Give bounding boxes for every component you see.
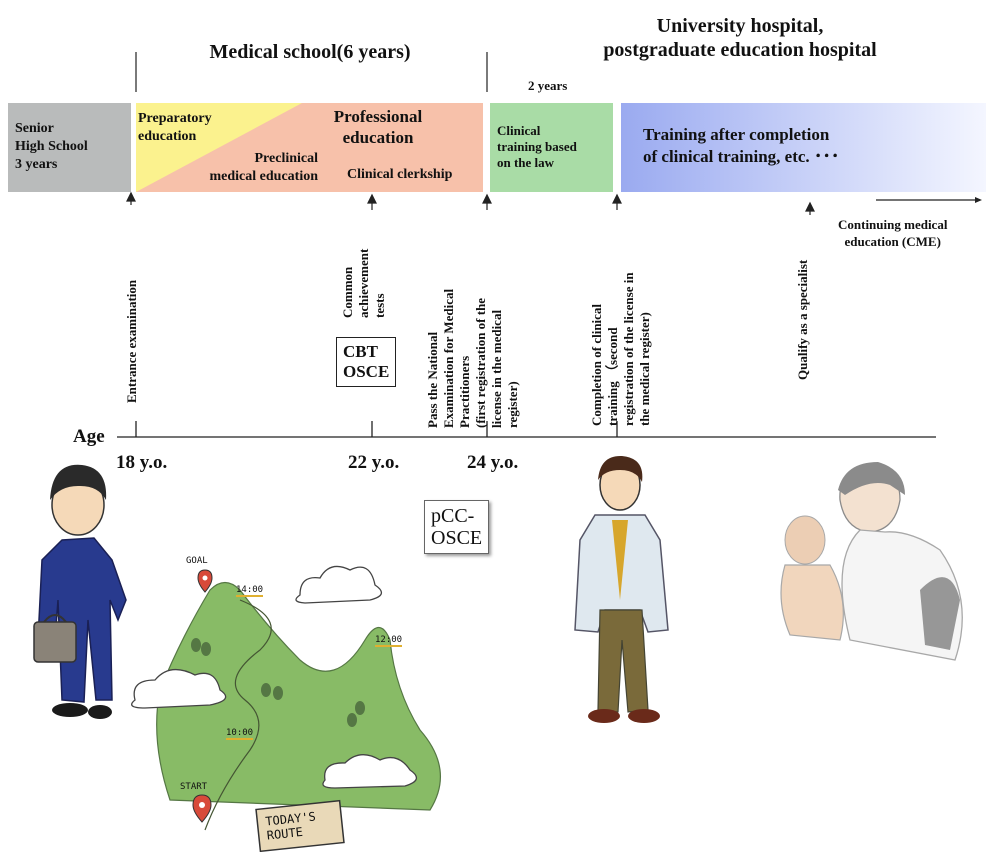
clinical-training-label: Clinical training based on the law xyxy=(497,123,577,170)
professional-label: Professional education xyxy=(333,107,423,147)
medical-school-header: Medical school(6 years) xyxy=(209,41,411,63)
preclinical-label: Preclinical medical education xyxy=(209,151,319,184)
cme-label: Continuing medical education (CME) xyxy=(838,217,948,249)
specialist-label: Qualify as a specialist xyxy=(795,259,810,380)
time-1000: 10:00 xyxy=(226,728,254,740)
after-training-label: Training after completion of clinical tr… xyxy=(643,125,840,166)
age-tick-22: 22 y.o. xyxy=(348,452,400,473)
senior-high-bar xyxy=(8,103,131,192)
examination-illustration xyxy=(780,462,963,661)
hospital-header-line2: postgraduate education hospital xyxy=(603,39,877,61)
doctor-illustration xyxy=(574,455,669,723)
cbt-osce-box: CBT OSCE xyxy=(336,337,397,387)
route-sign-text: TODAY'S ROUTE xyxy=(264,809,317,843)
age-axis-label: Age xyxy=(73,426,105,447)
age-tick-18: 18 y.o. xyxy=(116,452,168,473)
after-training-bar xyxy=(621,103,986,192)
time-1200: 12:00 xyxy=(375,635,403,647)
hospital-header-line1: University hospital, xyxy=(656,15,824,37)
common-tests-label: Common achievement tests xyxy=(340,248,387,318)
student-illustration xyxy=(33,464,127,719)
national-exam-label: Pass the National Examination for Medica… xyxy=(425,288,520,428)
mountain-illustration xyxy=(131,565,441,852)
goal-text: GOAL xyxy=(186,556,208,566)
preparatory-label: Preparatory education xyxy=(138,111,212,144)
start-text: START xyxy=(180,782,208,792)
senior-high-label: Senior High School 3 years xyxy=(15,121,88,172)
pcc-osce-box: pCC- OSCE xyxy=(424,500,490,554)
age-tick-24: 24 y.o. xyxy=(467,452,519,473)
clinical-training-bar xyxy=(490,103,613,192)
preparatory-triangle xyxy=(136,103,302,192)
completion-label: Completion of clinical training （second … xyxy=(589,272,652,426)
entrance-exam-label: Entrance examination xyxy=(124,279,139,403)
time-1400: 14:00 xyxy=(236,585,264,597)
two-years-label: 2 years xyxy=(528,78,568,93)
clinical-clerkship-label: Clinical clerkship xyxy=(347,167,453,182)
